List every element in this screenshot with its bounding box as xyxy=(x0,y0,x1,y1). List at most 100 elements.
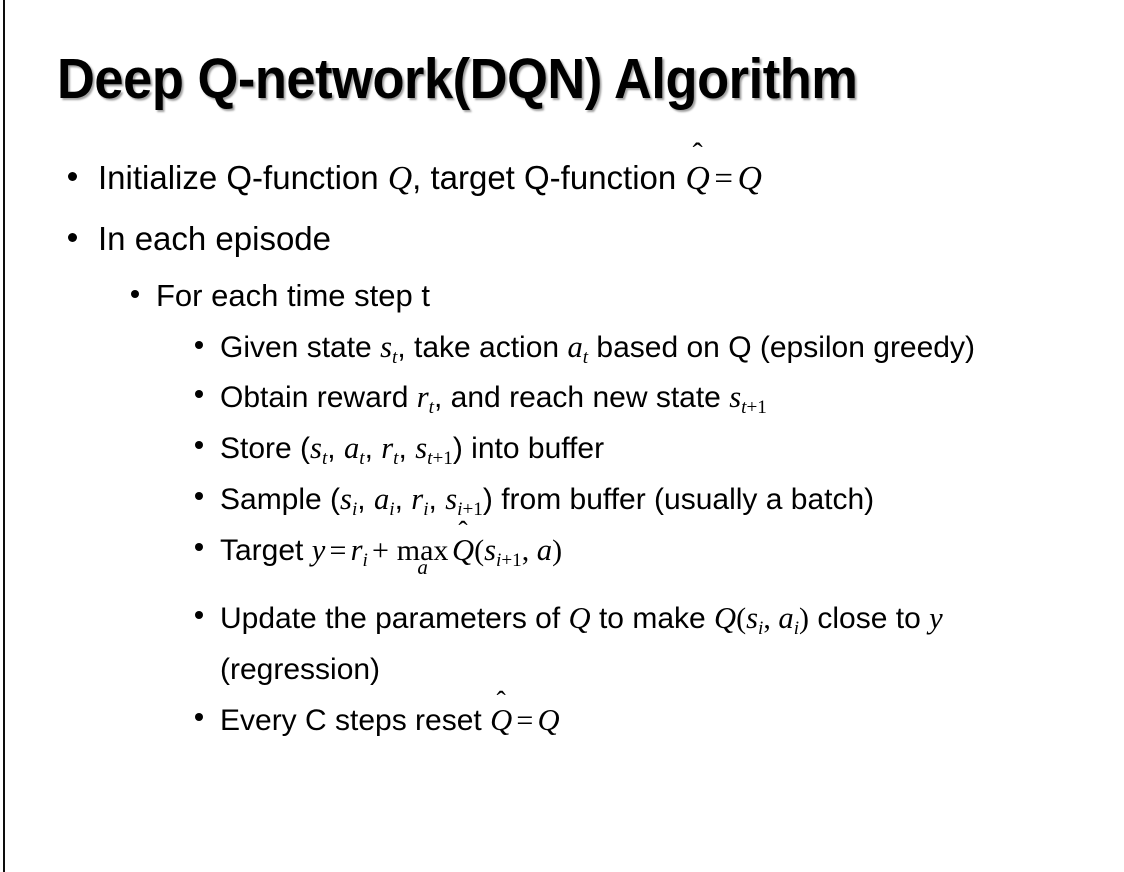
text-fragment: Initialize Q-function xyxy=(98,159,388,196)
math-q-hat: Q̂ xyxy=(685,148,709,209)
math-var-y: y xyxy=(311,533,326,567)
math-sub-t: t xyxy=(321,447,328,469)
text-fragment: Every C steps reset xyxy=(220,704,491,737)
math-sub-t: t xyxy=(582,346,589,368)
math-var-q2: Q xyxy=(737,160,762,197)
bullet-obtain-reward: Obtain reward rt, and reach new state st… xyxy=(0,372,1124,423)
max-limit-a: a xyxy=(417,555,428,579)
math-var-a: a xyxy=(567,330,583,364)
sub-num: +1 xyxy=(501,549,522,571)
math-sub-i: i xyxy=(389,498,395,520)
math-var-a: a xyxy=(373,482,390,516)
bullet-marker-icon xyxy=(195,611,203,619)
text-fragment: ) from buffer (usually a batch) xyxy=(482,483,875,516)
bullet-every-c-steps: Every C steps reset Q̂=Q xyxy=(0,695,1124,746)
bullet-marker-icon xyxy=(195,441,203,449)
bullet-store: Store (st, at, rt, st+1) into buffer xyxy=(0,423,1124,474)
math-var-q2: Q xyxy=(714,601,737,635)
bullet-obtain-reward-text: Obtain reward rt, and reach new state st… xyxy=(220,372,1104,423)
sub-var: i xyxy=(457,498,463,520)
bullet-marker-icon xyxy=(195,543,203,551)
math-var-a: a xyxy=(536,533,553,567)
math-sub-i: i xyxy=(758,617,764,639)
math-var-s: s xyxy=(310,431,322,465)
sub-num: +1 xyxy=(432,447,453,469)
math-sub-t: t xyxy=(428,396,435,418)
text-fragment: close to xyxy=(809,602,930,635)
bullet-sample-text: Sample (si, ai, ri, si+1) from buffer (u… xyxy=(220,474,1104,525)
bullet-in-each-episode: In each episode xyxy=(0,209,1124,269)
sub-num: +1 xyxy=(462,498,483,520)
comma: , xyxy=(763,602,779,635)
math-sub-i: i xyxy=(793,617,800,639)
text-fragment: Target xyxy=(220,534,312,567)
bullet-marker-icon xyxy=(195,390,203,398)
bullet-update: Update the parameters of Q to make Q(si,… xyxy=(0,593,1124,695)
bullet-for-each-time-step: For each time step t xyxy=(0,269,1124,323)
bullet-sample: Sample (si, ai, ri, si+1) from buffer (u… xyxy=(0,474,1124,525)
text-fragment: , take action xyxy=(397,331,568,364)
bullet-given-state: Given state st, take action at based on … xyxy=(0,323,1124,372)
math-var-q: Q xyxy=(387,160,413,197)
comma: , xyxy=(521,534,537,567)
text-fragment: to make xyxy=(590,602,715,635)
text-fragment: Update the parameters of xyxy=(220,602,569,635)
math-sub-t: t xyxy=(393,447,399,469)
math-var-a: a xyxy=(778,601,794,635)
math-q-hat-base: Q xyxy=(490,703,513,737)
math-var-y: y xyxy=(929,601,943,635)
bullet-initialize-text: Initialize Q-function Q, target Q-functi… xyxy=(98,148,1124,209)
text-fragment: Store ( xyxy=(220,432,311,465)
math-equals: = xyxy=(516,704,534,737)
text-fragment: , and reach new state xyxy=(434,381,730,414)
text-fragment: , xyxy=(398,432,416,465)
math-var-r: r xyxy=(350,533,363,567)
sub-var: t xyxy=(427,447,433,469)
text-fragment: (regression) xyxy=(220,653,381,686)
text-fragment: , xyxy=(394,483,412,516)
text-fragment: ) into buffer xyxy=(452,432,605,465)
math-var-s: s xyxy=(380,330,392,364)
math-sub-t: t xyxy=(391,346,398,368)
bullet-initialize: Initialize Q-function Q, target Q-functi… xyxy=(0,148,1124,209)
math-q-hat-base: Q xyxy=(452,533,475,567)
math-q-hat-base: Q xyxy=(685,160,710,197)
slide-left-edge-rule xyxy=(3,0,5,872)
slide-body: Initialize Q-function Q, target Q-functi… xyxy=(0,148,1124,746)
paren-close: ) xyxy=(552,534,563,567)
math-var-r: r xyxy=(381,431,394,465)
math-var-r: r xyxy=(411,482,424,516)
text-fragment: Sample ( xyxy=(220,483,341,516)
bullet-for-each-time-step-text: For each time step t xyxy=(156,278,430,313)
text-fragment: , xyxy=(428,483,446,516)
math-equals: = xyxy=(329,534,347,567)
math-sub-t: t xyxy=(359,447,365,469)
bullet-marker-icon xyxy=(68,233,77,242)
sub-num: +1 xyxy=(746,396,767,418)
math-q-hat: Q̂ xyxy=(490,695,512,746)
slide-title: Deep Q-network(DQN) Algorithm xyxy=(57,47,858,111)
bullet-marker-icon xyxy=(195,341,203,349)
paren-open: ( xyxy=(736,602,747,635)
bullet-update-text: Update the parameters of Q to make Q(si,… xyxy=(220,593,1104,695)
text-fragment: Obtain reward xyxy=(220,381,417,414)
sub-var: i xyxy=(496,549,502,571)
bullet-marker-icon xyxy=(195,713,203,721)
text-fragment: , xyxy=(357,483,374,516)
math-var-s: s xyxy=(340,482,352,516)
math-var-r: r xyxy=(416,380,429,414)
paren-open: ( xyxy=(474,534,485,567)
math-sub-i-plus-1: i+1 xyxy=(496,550,522,571)
sub-var: t xyxy=(741,396,747,418)
math-sub-i: i xyxy=(423,498,429,520)
text-fragment: , xyxy=(327,432,344,465)
math-var-a: a xyxy=(343,431,360,465)
text-fragment: , xyxy=(364,432,382,465)
math-var-s2: s xyxy=(445,482,458,516)
max-label: max xyxy=(396,534,449,567)
math-var-s: s xyxy=(729,380,742,414)
